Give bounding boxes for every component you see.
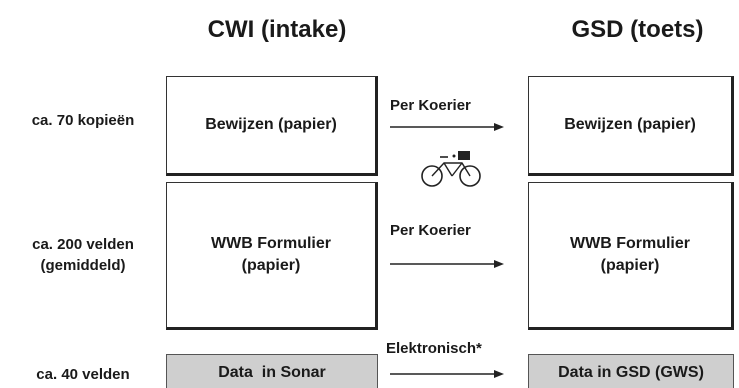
connector-label-koerier-1: Per Koerier (390, 97, 471, 114)
gsd-bewijzen-label: Bewijzen (papier) (564, 116, 696, 133)
gsd-bewijzen-box: Bewijzen (papier) (528, 76, 734, 176)
bicycle-icon (421, 151, 481, 187)
connector-label-elektronisch: Elektronisch* (386, 340, 482, 357)
gsd-wwb-formulier-label: WWB Formulier (papier) (570, 235, 690, 274)
row-label-velden: ca. 40 velden (36, 366, 130, 383)
row-label-kopieen: ca. 70 kopieën (31, 112, 135, 129)
gsd-data-gws-box: Data in GSD (GWS) (528, 354, 734, 388)
cwi-data-sonar-label: Data in Sonar (218, 364, 326, 381)
arrow-right-icon (390, 123, 504, 131)
connector-label-koerier-2: Per Koerier (390, 222, 471, 239)
arrow-right-icon (390, 370, 504, 378)
cwi-wwb-formulier-box: WWB Formulier (papier) (166, 182, 378, 330)
gsd-column-title: GSD (toets) (571, 16, 704, 43)
cwi-column-title: CWI (intake) (207, 16, 347, 43)
cwi-data-sonar-box: Data in Sonar (166, 354, 378, 388)
row-label-velden-gemiddeld: ca. 200 velden (gemiddeld) (32, 236, 134, 274)
gsd-data-gws-label: Data in GSD (GWS) (558, 364, 704, 381)
cwi-bewijzen-box: Bewijzen (papier) (166, 76, 378, 176)
cwi-bewijzen-label: Bewijzen (papier) (205, 116, 337, 133)
cwi-wwb-formulier-label: WWB Formulier (papier) (211, 235, 331, 274)
arrow-right-icon (390, 260, 504, 268)
gsd-wwb-formulier-box: WWB Formulier (papier) (528, 182, 734, 330)
